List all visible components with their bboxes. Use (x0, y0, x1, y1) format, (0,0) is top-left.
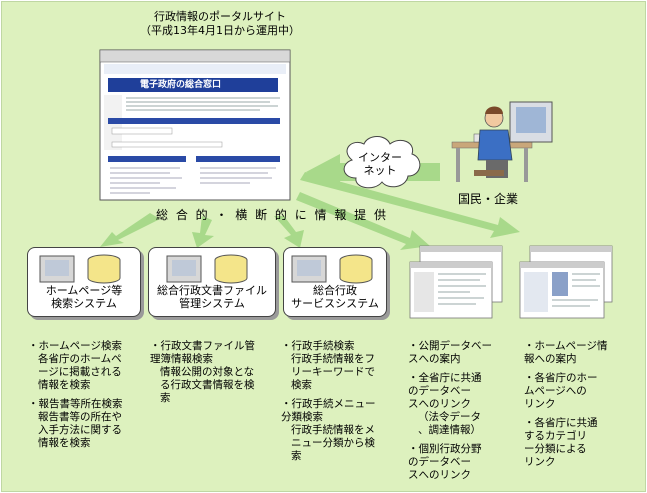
description-item: ・行政文書ファイル管 理簿情報検索 (150, 340, 275, 366)
system-box-document-file: 総合行政文書ファイル 管理システム (148, 247, 276, 317)
description-item: ・行政手続検索 (281, 340, 391, 353)
description-detail: （法令データ 、調達情報） (408, 411, 508, 437)
citizen-user-icon (452, 102, 552, 182)
system-box-homepage-search: ホームページ等 検索システム (27, 247, 141, 317)
provision-label: 総 合 的 ・ 横 断 的 に 情 報 提 供 (156, 206, 388, 223)
description-detail: 各省庁のホームペ ージに掲載される 情報を検索 (28, 353, 148, 392)
server-disk-icon (34, 252, 134, 286)
description-item: ・報告書等所在検索 (28, 398, 148, 411)
description-homepage-search: ・ホームページ検索 各省庁のホームペ ージに掲載される 情報を検索 ・報告書等所… (28, 340, 148, 450)
internet-label: インター ネット (341, 151, 419, 177)
homepage-link-pages (520, 246, 612, 318)
server-disk-icon (161, 252, 261, 286)
database-link-pages (410, 246, 502, 318)
system-label-homepage-search: ホームページ等 検索システム (28, 284, 140, 310)
portal-window (100, 50, 290, 200)
description-detail: 行政手続情報をフ リーキーワードで 検索 (281, 353, 391, 392)
system-label-document-file: 総合行政文書ファイル 管理システム (149, 284, 275, 310)
description-detail: 情報公開の対象とな る行政文書情報を検 索 (150, 366, 275, 405)
description-item: ・公開データベー スへの案内 (408, 340, 508, 366)
description-item: ・全省庁に共通 のデータベー スへのリンク (408, 372, 508, 411)
description-detail: 行政手続情報をメ ニュー分類から検 索 (281, 424, 391, 463)
description-item: ・個別行政分野 のデータベー スへのリンク (408, 443, 508, 482)
description-item: ・ホームページ検索 (28, 340, 148, 353)
description-document-file: ・行政文書ファイル管 理簿情報検索 情報公開の対象とな る行政文書情報を検 索 (150, 340, 275, 405)
citizen-label: 国民・企業 (458, 190, 518, 207)
server-disk-icon (286, 252, 386, 286)
description-database-links: ・公開データベー スへの案内 ・全省庁に共通 のデータベー スへのリンク （法令… (408, 340, 508, 482)
description-item: ・行政手続メニュー 分類検索 (281, 398, 391, 424)
description-admin-service: ・行政手続検索 行政手続情報をフ リーキーワードで 検索 ・行政手続メニュー 分… (281, 340, 391, 463)
description-homepage-links: ・ホームページ情 報への案内 ・各省庁のホー ムページへの リンク ・各省庁に共… (524, 340, 634, 469)
system-box-admin-service: 総合行政 サービスシステム (283, 247, 387, 317)
description-item: ・各省庁に共通 するカテゴリ ー分類による リンク (524, 417, 634, 469)
portal-banner-text: 電子政府の総合窓口 (140, 78, 221, 92)
description-item: ・ホームページ情 報への案内 (524, 340, 634, 366)
description-item: ・各省庁のホー ムページへの リンク (524, 372, 634, 411)
system-label-admin-service: 総合行政 サービスシステム (284, 284, 386, 310)
description-detail: 報告書等の所在や 入手方法に関する 情報を検索 (28, 411, 148, 450)
